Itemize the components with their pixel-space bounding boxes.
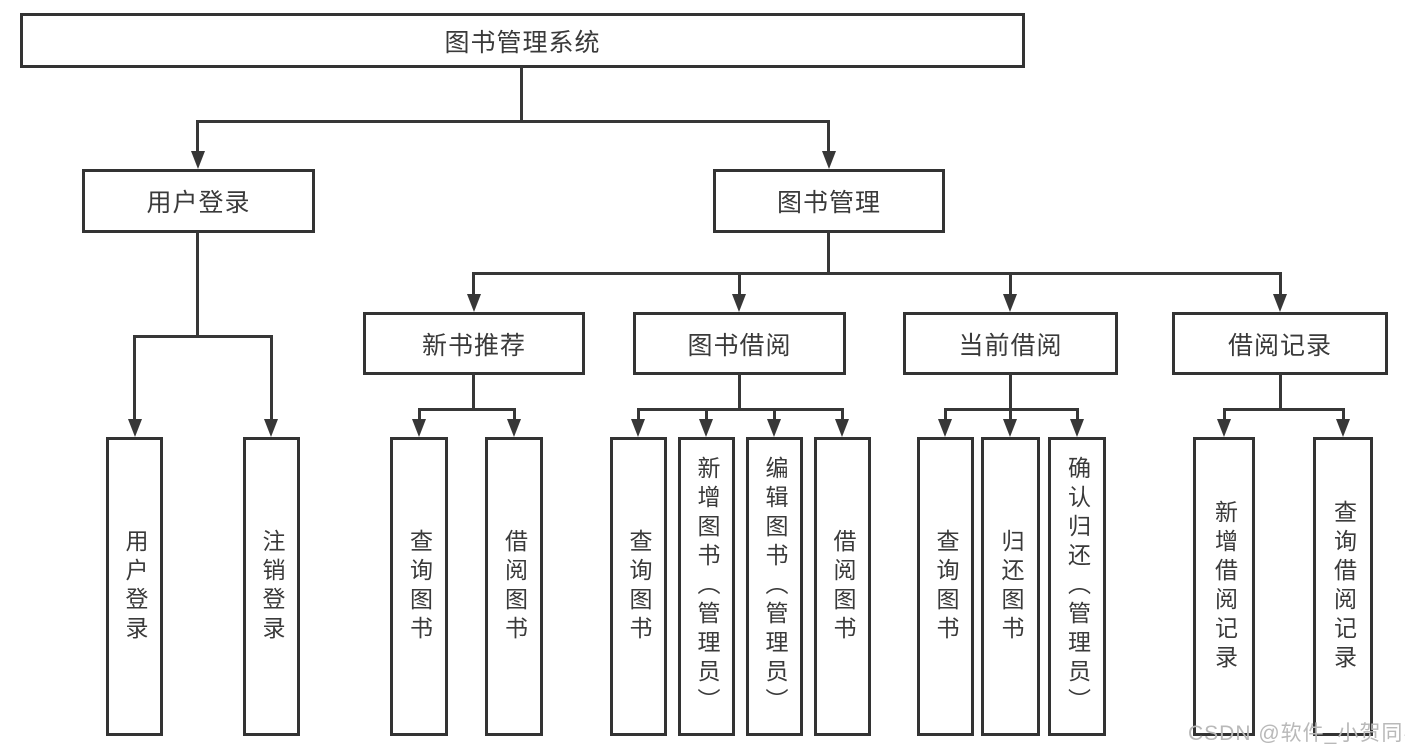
connector-line <box>637 408 844 411</box>
connector-line <box>133 335 273 338</box>
leaf-add-book-admin: 新增图书（管理员） <box>678 437 735 736</box>
connector-line <box>705 408 708 419</box>
node-label: 新增图书（管理员） <box>694 456 720 717</box>
arrow-down-icon <box>412 419 426 437</box>
node-label: 编辑图书（管理员） <box>762 456 788 717</box>
leaf-logout: 注销登录 <box>243 437 300 736</box>
leaf-edit-book-admin: 编辑图书（管理员） <box>746 437 803 736</box>
node-current-borrowing: 当前借阅 <box>903 312 1118 375</box>
node-label: 用户登录 <box>146 189 251 217</box>
connector-line <box>827 231 830 274</box>
connector-line <box>133 335 136 419</box>
node-label: 图书管理 <box>776 189 881 217</box>
node-label: 图书管理系统 <box>444 28 601 57</box>
node-label: 确认归还（管理员） <box>1064 456 1091 717</box>
arrow-down-icon <box>128 419 142 437</box>
connector-line <box>841 408 844 419</box>
connector-line <box>418 408 516 411</box>
node-user-login: 用户登录 <box>82 169 315 233</box>
leaf-query-books-current: 查询图书 <box>917 437 974 736</box>
connector-line <box>1223 408 1345 411</box>
node-label: 新增借阅记录 <box>1211 499 1238 674</box>
node-label: 图书借阅 <box>687 331 792 360</box>
node-label: 当前借阅 <box>958 331 1063 360</box>
node-label: 借阅图书 <box>501 528 528 645</box>
arrow-down-icon <box>1003 419 1017 437</box>
node-book-management: 图书管理 <box>713 169 945 233</box>
arrow-down-icon <box>938 419 952 437</box>
connector-line <box>472 272 1282 275</box>
connector-line <box>472 373 475 408</box>
arrow-down-icon <box>699 419 713 437</box>
connector-line <box>738 373 741 408</box>
connector-line <box>1279 373 1282 408</box>
watermark-text: CSDN @软件_小贺同学 <box>1188 722 1405 745</box>
node-label: 新书推荐 <box>421 331 526 360</box>
node-book-borrowing: 图书借阅 <box>633 312 846 375</box>
arrow-down-icon <box>1003 294 1017 312</box>
node-label: 查询图书 <box>406 528 433 645</box>
node-system-root: 图书管理系统 <box>20 13 1025 68</box>
leaf-user-login: 用户登录 <box>106 437 163 736</box>
connector-line <box>270 335 273 419</box>
node-label: 查询图书 <box>626 528 652 645</box>
arrow-down-icon <box>467 294 481 312</box>
connector-line <box>513 408 516 419</box>
node-label: 注销登录 <box>259 528 285 645</box>
connector-line <box>944 408 947 419</box>
arrow-down-icon <box>191 151 205 169</box>
leaf-borrow-books-borrowing: 借阅图书 <box>814 437 871 736</box>
leaf-borrow-books-recommend: 借阅图书 <box>485 437 543 736</box>
arrow-down-icon <box>1273 294 1287 312</box>
connector-line <box>196 120 830 123</box>
arrow-down-icon <box>835 419 849 437</box>
arrow-down-icon <box>1217 419 1231 437</box>
node-label: 查询借阅记录 <box>1330 499 1357 674</box>
arrow-down-icon <box>1336 419 1350 437</box>
connector-line <box>1009 408 1012 419</box>
connector-line <box>1009 272 1012 294</box>
node-label: 用户登录 <box>122 528 148 645</box>
connector-line <box>1009 373 1012 408</box>
connector-line <box>637 408 640 419</box>
connector-line <box>773 408 776 419</box>
node-label: 借阅图书 <box>830 528 856 645</box>
connector-line <box>1342 408 1345 419</box>
connector-line <box>520 66 523 122</box>
leaf-query-books-borrowing: 查询图书 <box>610 437 667 736</box>
leaf-query-books-recommend: 查询图书 <box>390 437 448 736</box>
arrow-down-icon <box>507 419 521 437</box>
connector-line <box>196 120 199 151</box>
connector-line <box>738 272 741 294</box>
arrow-down-icon <box>732 294 746 312</box>
leaf-add-borrow-record: 新增借阅记录 <box>1193 437 1255 736</box>
arrow-down-icon <box>767 419 781 437</box>
node-label: 借阅记录 <box>1227 331 1332 360</box>
arrow-down-icon <box>822 151 836 169</box>
node-label: 查询图书 <box>933 528 959 645</box>
leaf-confirm-return-admin: 确认归还（管理员） <box>1048 437 1106 736</box>
arrow-down-icon <box>264 419 278 437</box>
leaf-return-book: 归还图书 <box>981 437 1040 736</box>
node-label: 归还图书 <box>998 528 1024 645</box>
connector-line <box>418 408 421 419</box>
connector-line <box>1076 408 1079 419</box>
arrow-down-icon <box>631 419 645 437</box>
node-borrow-records: 借阅记录 <box>1172 312 1388 375</box>
leaf-query-borrow-record: 查询借阅记录 <box>1313 437 1373 736</box>
node-new-book-recommend: 新书推荐 <box>363 312 585 375</box>
connector-line <box>1279 272 1282 294</box>
connector-line <box>472 272 475 294</box>
arrow-down-icon <box>1070 419 1084 437</box>
connector-line <box>196 231 199 335</box>
connector-line <box>827 120 830 151</box>
connector-line <box>1223 408 1226 419</box>
